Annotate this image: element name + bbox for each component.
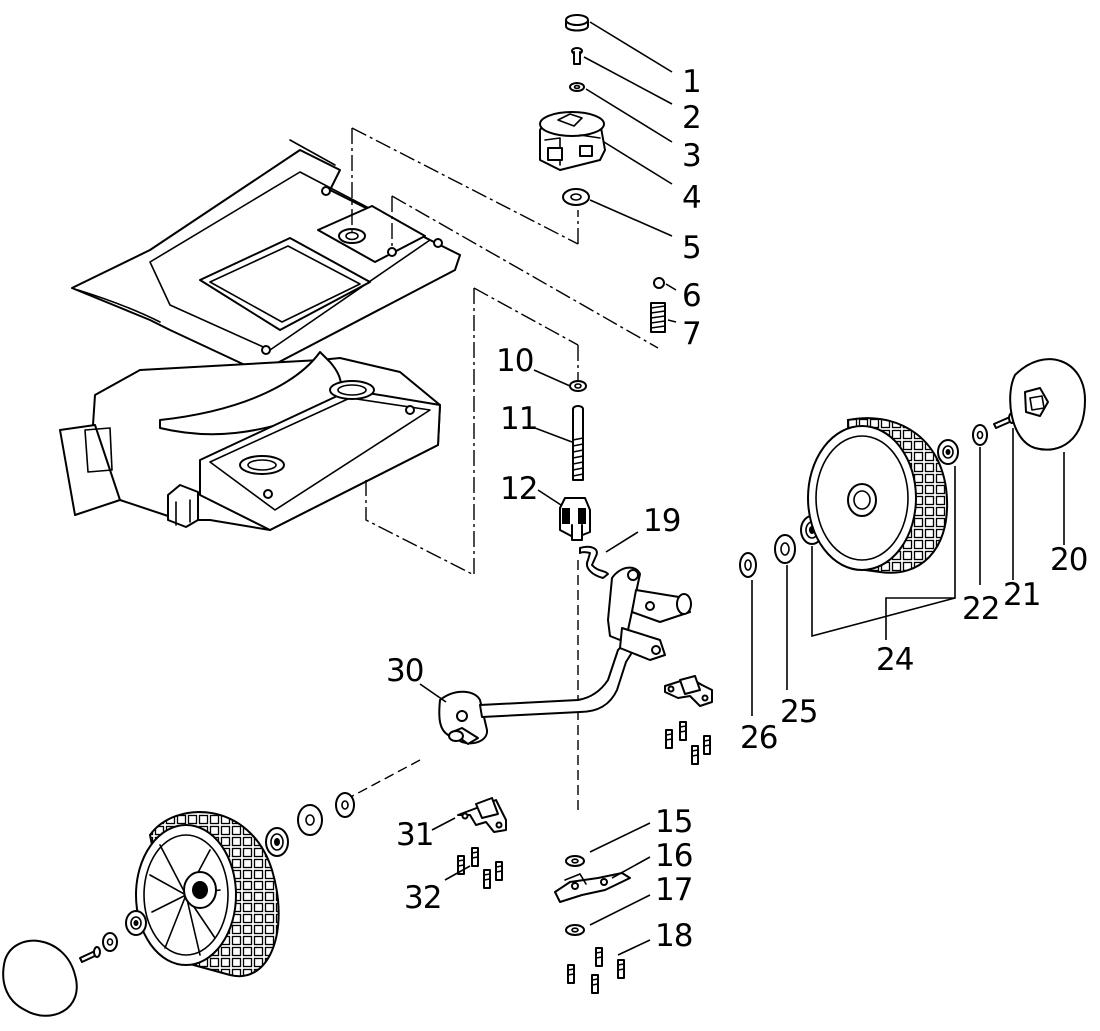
part-washer-left-2 (297, 804, 323, 836)
part-17-washer (565, 924, 585, 936)
part-10-washer (569, 380, 587, 392)
callout-15: 15 (655, 804, 692, 840)
part-hubcap-left (2, 939, 78, 1017)
callout-21: 21 (1003, 577, 1040, 613)
part-22-washer (972, 424, 988, 446)
part-1-cap (565, 14, 589, 32)
part-30-axle-lever (438, 566, 692, 745)
callout-17: 17 (655, 872, 692, 908)
callout-25: 25 (780, 694, 817, 730)
part-26-washer (739, 552, 757, 578)
part-5-washer (562, 188, 590, 206)
callout-2: 2 (682, 100, 701, 136)
part-bracket-right (664, 675, 713, 707)
callout-3: 3 (682, 138, 701, 174)
part-6-ball (653, 277, 665, 289)
mower-deck (59, 139, 461, 531)
part-3-washer (569, 82, 585, 92)
callout-20: 20 (1050, 542, 1087, 578)
callout-5: 5 (682, 230, 701, 266)
callout-12: 12 (500, 471, 537, 507)
part-31-bracket (457, 797, 507, 833)
callout-16: 16 (655, 838, 692, 874)
part-2-screw (571, 47, 583, 65)
callout-22: 22 (962, 591, 999, 627)
part-18-screws (567, 947, 625, 994)
part-7-spring (650, 302, 666, 333)
wheel-right (807, 417, 949, 574)
callout-labels: 1 2 3 4 5 6 7 10 11 12 15 16 17 18 19 20… (386, 64, 1088, 954)
part-washer-left-1 (335, 792, 355, 818)
part-32-screws (457, 847, 503, 889)
callout-31: 31 (396, 817, 433, 853)
part-11-threaded-rod (572, 405, 584, 481)
callout-32: 32 (404, 880, 441, 916)
part-20-hubcap (1009, 358, 1086, 451)
callout-4: 4 (682, 180, 701, 216)
callout-7: 7 (682, 316, 701, 352)
callout-26: 26 (740, 720, 777, 756)
callout-30: 30 (386, 653, 423, 689)
part-washer-left-3 (102, 932, 118, 952)
callout-1: 1 (682, 64, 701, 100)
part-15-washer (565, 855, 585, 867)
callout-24: 24 (876, 642, 913, 678)
part-4-knob (539, 111, 606, 171)
callout-11: 11 (500, 401, 537, 437)
part-25-washer (774, 534, 796, 564)
callout-18: 18 (655, 918, 692, 954)
assembly-axis-lines (344, 127, 659, 810)
wheel-left (135, 811, 280, 978)
part-bearing-left-2 (125, 910, 147, 936)
part-19-clip (579, 545, 609, 579)
callout-6: 6 (682, 278, 701, 314)
part-12-bracket (559, 497, 591, 541)
part-24b-bearing (937, 439, 959, 465)
callout-10: 10 (496, 343, 533, 379)
callout-19: 19 (643, 503, 680, 539)
part-screws-right (665, 721, 711, 765)
leader-lines (419, 21, 1065, 956)
part-16-plate (554, 872, 631, 903)
part-screw-left (79, 946, 101, 963)
part-bearing-left (265, 827, 289, 857)
